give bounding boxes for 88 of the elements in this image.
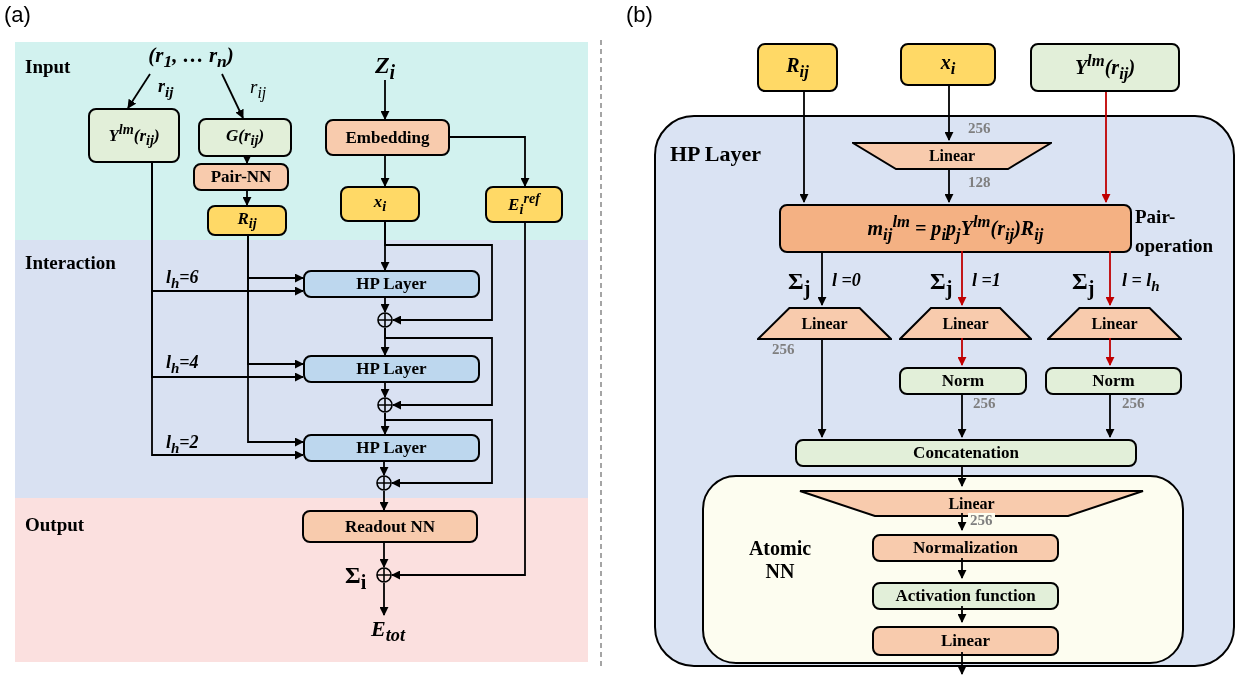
- sum-symbol: Σ$_{j}$: [1071, 268, 1096, 300]
- arrow: [1105, 250, 1115, 306]
- edge-label: 256: [770, 342, 797, 357]
- circled-plus-icon: [377, 312, 393, 328]
- arrow: [799, 91, 809, 203]
- process-box: Y$^{lm}$(r$_{ij}$): [88, 108, 180, 163]
- section-band: [15, 240, 588, 498]
- panel-title: Atomic NN: [747, 537, 813, 583]
- math-symbol: Z$_{i}$: [362, 56, 408, 80]
- arrow: [449, 136, 530, 187]
- edge-label: 256: [966, 121, 993, 136]
- circled-plus-icon: [376, 475, 392, 491]
- arrow: [384, 412, 493, 488]
- process-box: Norm: [1045, 367, 1182, 395]
- arrow: [957, 651, 967, 675]
- arrow: [1105, 392, 1115, 438]
- edge-label: 256: [971, 396, 998, 411]
- layer-trapezoid: Linear: [757, 307, 892, 340]
- arrow: [957, 250, 967, 306]
- side-note: Σ$_{i}$: [344, 562, 368, 594]
- edge-label: 256: [968, 513, 995, 528]
- edge-label: 256: [1120, 396, 1147, 411]
- arrow: [380, 79, 390, 120]
- process-box: Embedding: [325, 119, 450, 156]
- process-box: HP Layer: [303, 355, 480, 383]
- arrow: [384, 327, 493, 410]
- process-box: Y$^{lm}$(r$_{ij}$): [1030, 43, 1180, 92]
- arrow: [242, 154, 252, 164]
- layer-trapezoid: Linear: [899, 307, 1032, 340]
- arrow: [391, 222, 526, 580]
- circled-plus-icon: [376, 567, 392, 583]
- arrow: [817, 250, 827, 306]
- process-box: x$_{i}$: [900, 43, 996, 86]
- process-box: HP Layer: [303, 270, 480, 298]
- section-title: Input: [25, 56, 71, 78]
- process-box: R$_{ij}$: [757, 43, 838, 92]
- arrow: [957, 392, 967, 438]
- section-title: Interaction: [25, 252, 116, 274]
- circled-plus-icon: [377, 397, 393, 413]
- process-box: Normalization: [872, 534, 1059, 562]
- panel-label: (a): [3, 2, 32, 28]
- arrow: [957, 605, 967, 623]
- process-box: Readout NN: [302, 510, 478, 543]
- process-box: Pair-NN: [193, 163, 289, 191]
- container-panel: [702, 475, 1184, 664]
- arrow: [380, 297, 390, 313]
- arrow: [379, 582, 389, 616]
- arrow: [944, 85, 954, 141]
- arrow: [380, 155, 390, 187]
- process-box: Concatenation: [795, 439, 1137, 467]
- section-band: [15, 498, 588, 662]
- process-box: R$_{ij}$: [207, 205, 287, 236]
- container-panel: [654, 115, 1235, 667]
- math-symbol: E$_{tot}$: [366, 615, 410, 647]
- layer-trapezoid: Linear: [852, 142, 1052, 170]
- arrow: [379, 490, 389, 511]
- arrow: [1105, 337, 1115, 366]
- section-title: Output: [25, 514, 85, 536]
- arrow: [221, 73, 244, 119]
- side-note: Pair-operation: [1134, 205, 1215, 258]
- panel-title: HP Layer: [670, 141, 762, 167]
- arrow: [380, 382, 390, 398]
- process-box: G(r$_{ij}$): [198, 118, 292, 157]
- arrow: [817, 337, 827, 438]
- arrow: [127, 73, 151, 109]
- sum-symbol: Σ$_{j}$: [787, 268, 812, 300]
- process-box: HP Layer: [303, 434, 480, 462]
- layer-trapezoid: Linear: [1047, 307, 1182, 340]
- sum-symbol: Σ$_{j}$: [929, 268, 954, 300]
- math-symbol: (r$_{1}$, … r$_{n}$): [138, 42, 244, 74]
- process-box: Norm: [899, 367, 1027, 395]
- section-band: [15, 42, 588, 240]
- edge-label: 128: [966, 175, 993, 190]
- arrow: [1101, 91, 1111, 203]
- arrow: [384, 221, 493, 325]
- arrow: [944, 167, 954, 203]
- arrow: [379, 461, 389, 476]
- process-box: Linear: [872, 626, 1059, 656]
- process-box: x$_{i}$: [340, 186, 420, 222]
- arrow: [242, 190, 252, 206]
- arrow: [957, 337, 967, 366]
- panel-label: (b): [625, 2, 654, 28]
- process-box: m$_{ij}$$^{lm}$ = p$_{i}$p$_{j}$Y$^{lm}$(r$_{ij}$)R$_{ij}$: [779, 204, 1132, 253]
- arrow: [957, 464, 967, 487]
- arrow: [379, 542, 389, 568]
- arrow: [957, 512, 967, 531]
- process-box: Activation function: [872, 582, 1059, 610]
- arrow: [957, 557, 967, 579]
